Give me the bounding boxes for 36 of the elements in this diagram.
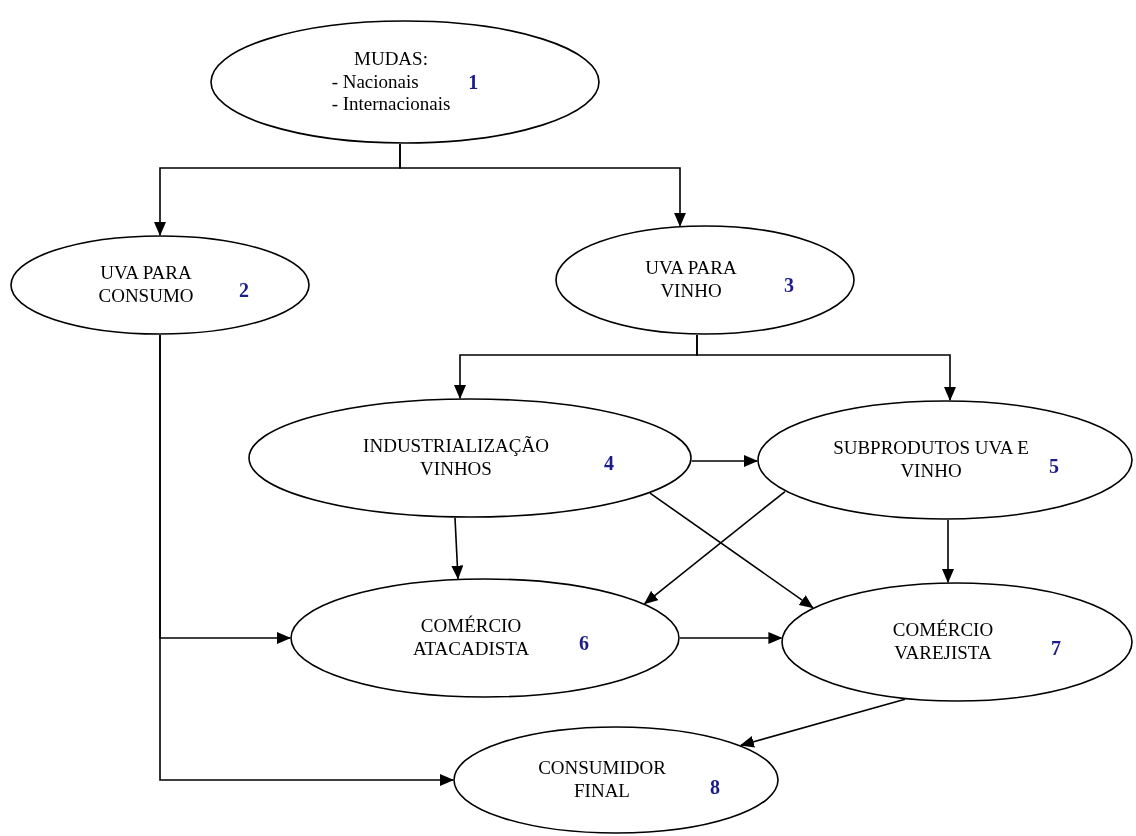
arrow bbox=[942, 519, 954, 584]
node-label: SUBPRODUTOS UVA E VINHO bbox=[832, 437, 1030, 483]
node-label: - Nacionais bbox=[331, 70, 419, 94]
arrow bbox=[643, 490, 786, 605]
node-number: 8 bbox=[710, 775, 720, 799]
arrow bbox=[690, 455, 758, 467]
node-label: INDUSTRIALIZAÇÃO VINHOS bbox=[362, 435, 550, 481]
arrow bbox=[451, 517, 464, 580]
node-label: - Internacionais bbox=[331, 93, 451, 117]
arrow bbox=[739, 698, 906, 748]
ellipse-node bbox=[10, 235, 310, 335]
node-number: 2 bbox=[239, 278, 249, 302]
ellipse-node bbox=[781, 582, 1133, 702]
ellipse-node bbox=[453, 726, 779, 834]
node-label: COMÉRCIO VAREJISTA bbox=[891, 619, 995, 665]
arrow bbox=[649, 492, 814, 609]
ellipse-node bbox=[290, 578, 680, 698]
arrow bbox=[399, 143, 686, 227]
ellipse-node bbox=[555, 225, 855, 335]
node-label: CONSUMIDOR FINAL bbox=[537, 757, 667, 803]
ellipse-node bbox=[248, 398, 692, 518]
arrow bbox=[159, 334, 454, 786]
node-number: 5 bbox=[1049, 454, 1059, 478]
arrow bbox=[696, 334, 956, 401]
node-label: MUDAS: bbox=[354, 47, 428, 71]
node-number: 4 bbox=[604, 451, 614, 475]
node-label: UVA PARA CONSUMO bbox=[97, 262, 195, 308]
node-number: 6 bbox=[579, 631, 589, 655]
node-number: 1 bbox=[468, 70, 479, 94]
node-number: 7 bbox=[1051, 636, 1061, 660]
node-label: COMÉRCIO ATACADISTA bbox=[411, 615, 531, 661]
node-number: 3 bbox=[784, 273, 794, 297]
ellipse-node bbox=[757, 400, 1133, 520]
ellipse-node bbox=[210, 20, 600, 144]
node-label: UVA PARA VINHO bbox=[644, 257, 738, 303]
arrow bbox=[679, 632, 783, 644]
